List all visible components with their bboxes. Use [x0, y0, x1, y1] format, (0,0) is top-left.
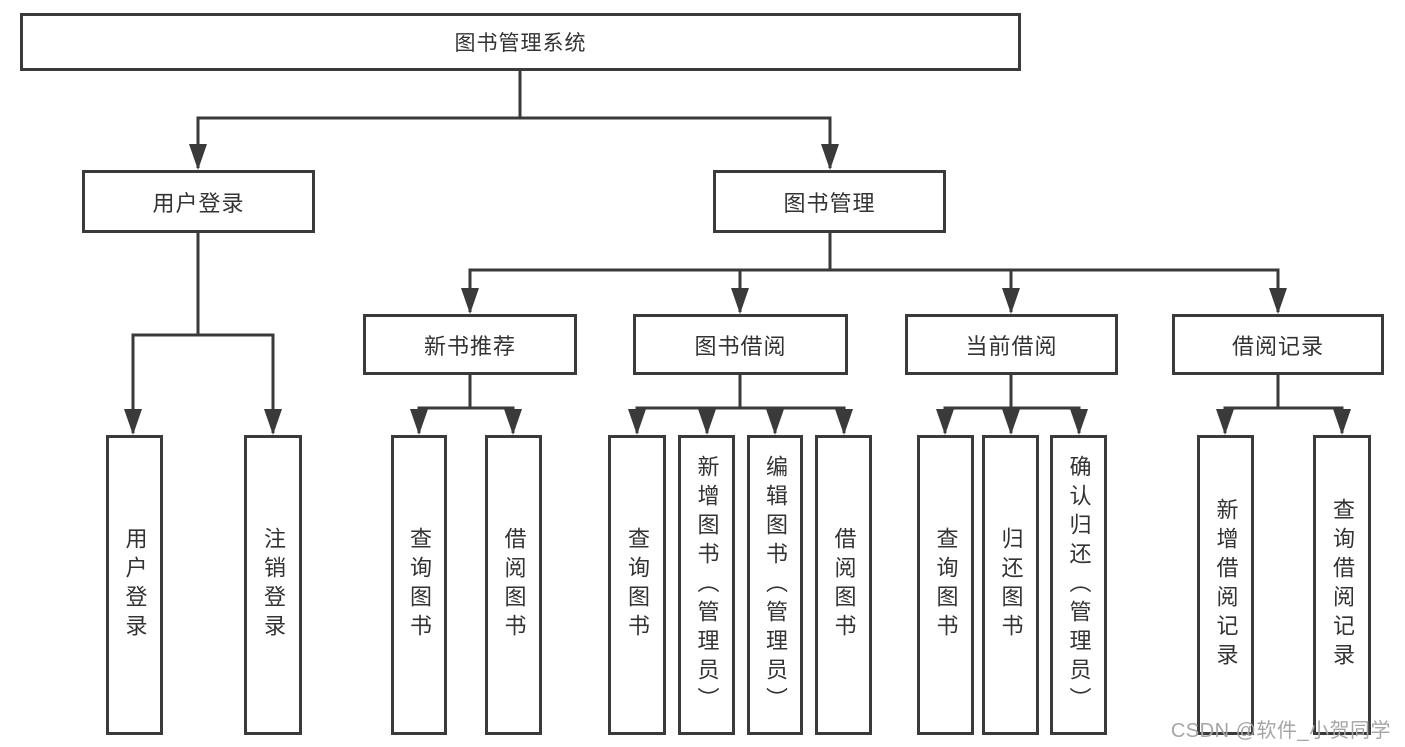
leaf-logout: 注销登录	[244, 435, 302, 735]
node-borrow-records: 借阅记录	[1172, 314, 1384, 375]
leaf-newbooks-query-books: 查询图书	[391, 435, 447, 735]
leaf-records-query-record-label: 查询借阅记录	[1330, 498, 1355, 672]
node-book-management: 图书管理	[713, 170, 946, 233]
node-book-borrow: 图书借阅	[633, 314, 848, 375]
leaf-borrow-borrow-books: 借阅图书	[815, 435, 872, 735]
node-new-book-recommend-label: 新书推荐	[423, 333, 516, 359]
leaf-records-add-record: 新增借阅记录	[1197, 435, 1254, 735]
leaf-current-confirm-return-admin: 确认归还（管理员）	[1050, 435, 1107, 735]
leaf-borrow-query-books: 查询图书	[608, 435, 666, 735]
leaf-borrow-query-books-label: 查询图书	[625, 527, 650, 643]
leaf-records-query-record: 查询借阅记录	[1313, 435, 1371, 735]
leaf-borrow-add-books-admin: 新增图书（管理员）	[678, 435, 735, 735]
node-root-label: 图书管理系统	[454, 32, 587, 55]
leaf-current-query-books: 查询图书	[917, 435, 974, 735]
leaf-borrow-edit-books-admin: 编辑图书（管理员）	[747, 435, 803, 735]
node-book-management-label: 图书管理	[783, 190, 876, 216]
leaf-borrow-add-books-admin-label: 新增图书（管理员）	[694, 454, 720, 716]
node-new-book-recommend: 新书推荐	[363, 314, 577, 375]
leaf-current-query-books-label: 查询图书	[933, 527, 959, 643]
leaf-newbooks-borrow-books: 借阅图书	[485, 435, 542, 735]
leaf-borrow-borrow-books-label: 借阅图书	[831, 527, 857, 643]
leaf-user-login: 用户登录	[106, 435, 163, 735]
node-user-login-label: 用户登录	[152, 190, 245, 216]
node-current-borrow: 当前借阅	[905, 314, 1118, 375]
node-borrow-records-label: 借阅记录	[1231, 333, 1324, 359]
node-book-borrow-label: 图书借阅	[694, 333, 787, 359]
leaf-logout-label: 注销登录	[261, 527, 286, 643]
leaf-current-return-books-label: 归还图书	[998, 527, 1024, 643]
leaf-current-confirm-return-admin-label: 确认归还（管理员）	[1066, 454, 1092, 716]
leaf-newbooks-query-books-label: 查询图书	[407, 527, 432, 643]
leaf-newbooks-borrow-books-label: 借阅图书	[501, 527, 527, 643]
node-current-borrow-label: 当前借阅	[965, 333, 1058, 359]
leaf-borrow-edit-books-admin-label: 编辑图书（管理员）	[763, 454, 788, 716]
csdn-watermark: CSDN @软件_小贺同学	[1170, 720, 1391, 742]
node-user-login: 用户登录	[82, 170, 315, 233]
leaf-records-add-record-label: 新增借阅记录	[1213, 498, 1239, 672]
leaf-user-login-label: 用户登录	[122, 527, 148, 643]
node-root-system: 图书管理系统	[20, 13, 1021, 71]
leaf-current-return-books: 归还图书	[982, 435, 1039, 735]
